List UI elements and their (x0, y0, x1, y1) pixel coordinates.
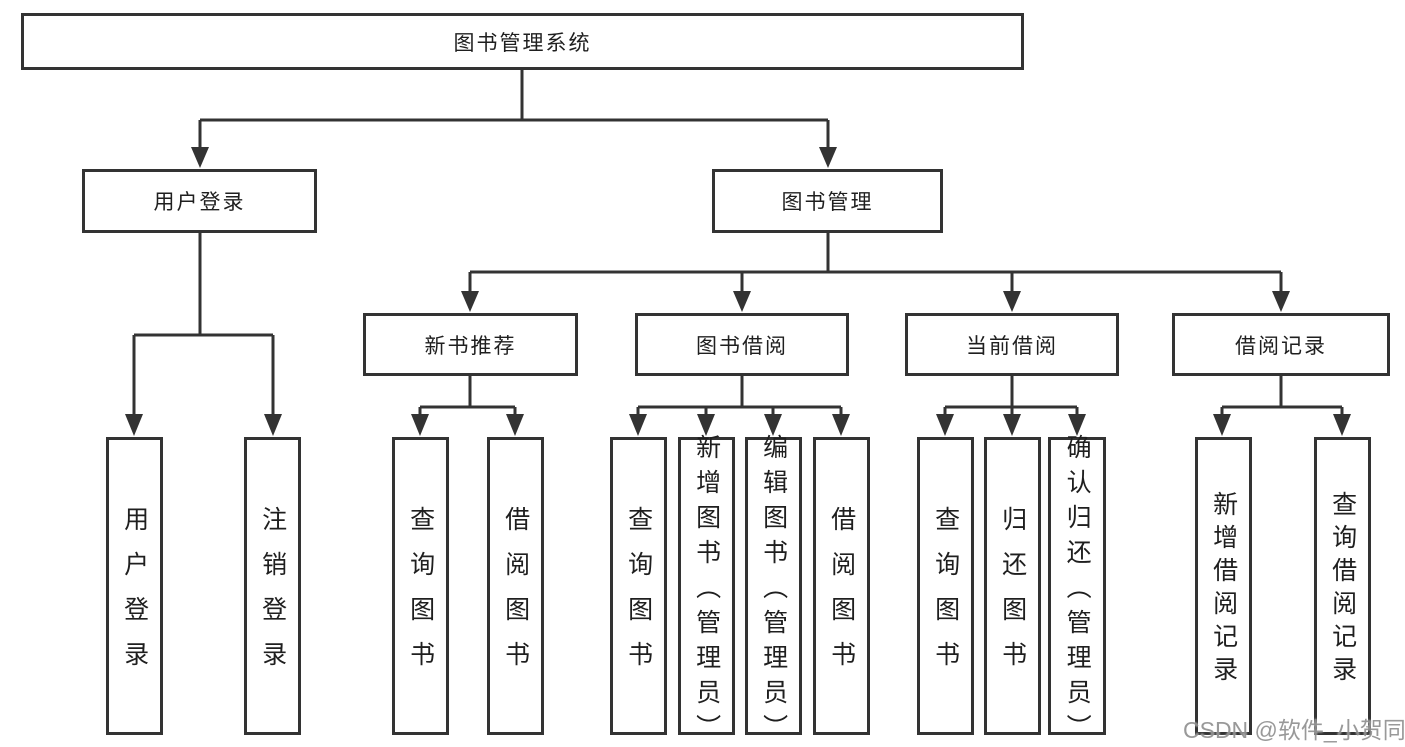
leaf-return-book: 归还图书 (984, 437, 1041, 735)
connector-bookmgmt-to-level3 (468, 233, 1283, 292)
leaf-query-book-current: 查询图书 (917, 437, 974, 735)
csdn-watermark: CSDN @软件_小贺同学 (1183, 717, 1405, 743)
leaf-borrow-book: 借阅图书 (813, 437, 870, 735)
leaf-query-book-recommend: 查询图书 (392, 437, 449, 735)
node-book-borrow: 图书借阅 (635, 313, 849, 376)
node-book-borrow-label: 图书借阅 (696, 334, 788, 358)
node-borrow-records-label: 借阅记录 (1235, 334, 1327, 358)
leaf-user-login-label: 用户登录 (120, 506, 149, 686)
leaf-query-borrow-record: 查询借阅记录 (1314, 437, 1371, 735)
leaf-add-borrow-record: 新增借阅记录 (1195, 437, 1252, 735)
leaf-borrow-book-recommend: 借阅图书 (487, 437, 544, 735)
node-user-login: 用户登录 (82, 169, 317, 233)
connector-records-to-leaves (1220, 376, 1344, 415)
node-new-book-recommend-label: 新书推荐 (424, 334, 517, 358)
leaf-confirm-return-admin-label: 确认归还（管理员） (1063, 433, 1092, 747)
node-borrow-records: 借阅记录 (1172, 313, 1390, 376)
leaf-edit-book-admin-label: 编辑图书（管理员） (759, 433, 788, 747)
node-book-management: 图书管理 (712, 169, 943, 233)
leaf-query-book-current-label: 查询图书 (931, 506, 960, 686)
leaf-logout-login: 注销登录 (244, 437, 301, 735)
leaf-add-book-admin-label: 新增图书（管理员） (692, 433, 721, 747)
leaf-add-book-admin: 新增图书（管理员） (678, 434, 735, 747)
node-root-label: 图书管理系统 (453, 31, 592, 55)
leaf-edit-book-admin: 编辑图书（管理员） (745, 434, 802, 747)
connector-root-to-level2 (198, 70, 830, 148)
leaf-logout-login-label: 注销登录 (258, 506, 287, 686)
connector-userlogin-to-leaves (132, 233, 275, 415)
leaf-borrow-book-recommend-label: 借阅图书 (501, 506, 530, 686)
leaf-query-book-borrow: 查询图书 (610, 437, 667, 735)
node-book-management-label: 图书管理 (781, 191, 874, 214)
node-current-borrow-label: 当前借阅 (966, 334, 1058, 358)
leaf-query-book-recommend-label: 查询图书 (406, 506, 435, 686)
node-new-book-recommend: 新书推荐 (363, 313, 578, 376)
leaf-borrow-book-label: 借阅图书 (827, 506, 856, 686)
node-current-borrow: 当前借阅 (905, 313, 1119, 376)
leaf-add-borrow-record-label: 新增借阅记录 (1209, 491, 1238, 689)
leaf-user-login: 用户登录 (106, 437, 163, 735)
connector-bookborrow-to-leaves (636, 376, 843, 415)
leaf-return-book-label: 归还图书 (998, 506, 1027, 686)
leaf-query-book-borrow-label: 查询图书 (624, 506, 653, 686)
leaf-query-borrow-record-label: 查询借阅记录 (1328, 491, 1357, 689)
connector-newbook-to-leaves (418, 376, 517, 415)
node-user-login-label: 用户登录 (153, 191, 246, 214)
connector-currentborrow-to-leaves (943, 376, 1079, 415)
node-root: 图书管理系统 (21, 13, 1024, 70)
leaf-confirm-return-admin: 确认归还（管理员） (1048, 434, 1106, 747)
